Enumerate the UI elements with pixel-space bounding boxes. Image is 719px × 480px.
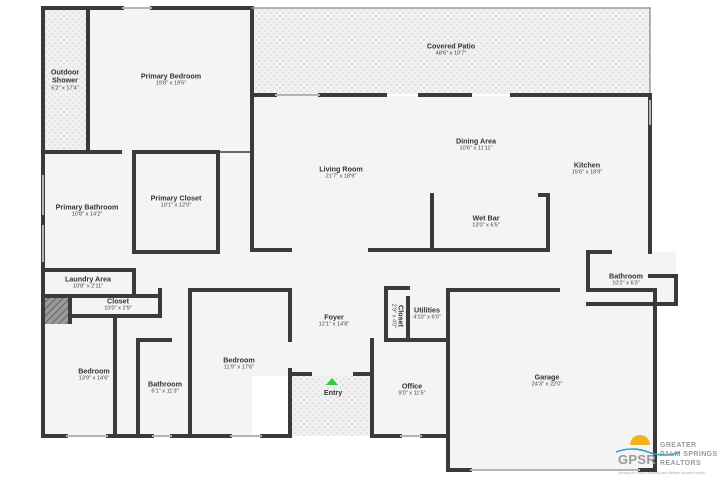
logo-abbr: GPSR	[618, 452, 657, 467]
logo-line-2: PALM SPRINGS	[660, 451, 718, 458]
room-dims: 9'0" x 11'5"	[398, 390, 426, 397]
room-label-primary-bedroom: Primary Bedroom 19'8" x 19'5"	[140, 71, 202, 88]
room-name: Wet Bar	[472, 213, 500, 223]
covered-patio-floor	[252, 8, 650, 94]
room-dims: 10'8" x 14'2"	[71, 211, 103, 218]
outdoor-shower-floor	[43, 8, 88, 152]
gpsr-logo: GPSR GREATER PALM SPRINGS REALTORS Servi…	[618, 440, 718, 476]
logo-tagline: Serving the most culturally and lifestyl…	[618, 471, 705, 475]
room-name: Office	[401, 381, 423, 391]
room-dims: 48'6" x 10'7"	[435, 50, 467, 57]
room-label-bathroom-right: Bathroom 10'2" x 6'3"	[609, 271, 643, 288]
room-label-kitchen: Kitchen 15'6" x 18'9"	[571, 160, 603, 177]
room-label-living-room: Living Room 21'7" x 18'9"	[319, 164, 363, 181]
room-label-bedroom-mid: Bedroom 11'9" x 17'6"	[223, 355, 255, 372]
house-floor-main	[252, 96, 650, 252]
room-dims: 21'7" x 18'9"	[325, 173, 357, 180]
room-name: Outdoor Shower	[50, 67, 80, 85]
room-label-covered-patio: Covered Patio 48'6" x 10'7"	[426, 41, 476, 58]
entry-floor	[290, 376, 370, 436]
room-label-office: Office 9'0" x 11'5"	[398, 381, 426, 398]
room-dims: 12'1" x 14'8"	[318, 321, 350, 328]
room-name: Garage	[534, 372, 560, 382]
room-name: Bathroom	[609, 271, 643, 281]
room-name: Utilities	[414, 305, 440, 315]
room-dims: 6'1" x 11'3"	[151, 388, 179, 395]
room-label-primary-bathroom: Primary Bathroom 10'8" x 14'2"	[55, 202, 119, 219]
room-name: Primary Bathroom	[55, 202, 119, 212]
room-label-bathroom-small: Bathroom 6'1" x 11'3"	[148, 379, 182, 396]
room-name: Living Room	[319, 164, 363, 174]
walls	[41, 6, 678, 472]
room-dims: 10'2" x 6'3"	[612, 280, 640, 287]
room-name: Kitchen	[573, 160, 601, 170]
room-dims: 15'6" x 18'9"	[571, 169, 603, 176]
room-name: Bathroom	[148, 379, 182, 389]
room-label-foyer: Foyer 12'1" x 14'8"	[318, 312, 350, 329]
room-label-bedroom-left: Bedroom 13'9" x 14'6"	[78, 366, 110, 383]
house-floor-top	[88, 8, 250, 150]
room-dims: 10'1" x 12'0"	[160, 202, 192, 209]
room-dims: 2'9" x 4'0"	[390, 303, 397, 329]
room-label-hall-closet: Closet 10'0" x 2'9"	[104, 296, 132, 313]
room-name: Primary Bedroom	[140, 71, 202, 81]
garage-floor	[449, 290, 655, 470]
room-name: Primary Closet	[150, 193, 202, 203]
entry-marker-icon	[326, 378, 338, 385]
room-label-small-closet: Closet 2'9" x 4'0"	[390, 304, 405, 328]
floor-fills	[43, 8, 676, 470]
room-label-garage: Garage 24'3" x 22'0"	[531, 372, 563, 389]
room-label-utilities: Utilities 4'10" x 6'0"	[413, 305, 441, 322]
room-name: Closet	[107, 296, 129, 306]
room-name: Entry	[323, 387, 343, 397]
room-label-dining-area: Dining Area 10'6" x 11'11"	[455, 136, 497, 153]
room-dims: 10'0" x 2'9"	[104, 305, 132, 312]
room-label-primary-closet: Primary Closet 10'1" x 12'0"	[150, 193, 202, 210]
room-name: Bedroom	[223, 355, 255, 365]
room-dims: 10'6" x 11'11"	[459, 145, 493, 152]
office-floor	[372, 340, 448, 436]
gpsr-logo-mark	[615, 435, 681, 456]
room-label-laundry: Laundry Area 10'8" x 2'11"	[64, 274, 112, 291]
room-name: Foyer	[324, 312, 344, 322]
windows	[42, 7, 651, 471]
room-dims: 13'0" x 6'5"	[472, 222, 500, 229]
room-dims: 19'8" x 19'5"	[155, 80, 187, 87]
room-dims: 11'9" x 17'6"	[223, 364, 255, 371]
room-dims: 4'10" x 6'0"	[413, 314, 441, 321]
room-name: Closet	[396, 305, 406, 327]
room-label-outdoor-shower: Outdoor Shower 5'2" x 17'4"	[50, 67, 80, 92]
logo-line-3: REALTORS	[660, 460, 702, 467]
logo-line-1: GREATER	[660, 442, 697, 449]
room-name: Bedroom	[78, 366, 110, 376]
room-dims: 5'2" x 17'4"	[51, 85, 79, 92]
room-dims: 10'8" x 2'11"	[72, 283, 104, 290]
room-name: Covered Patio	[426, 41, 476, 51]
room-dims: 24'3" x 22'0"	[531, 381, 563, 388]
room-dims: 13'9" x 14'6"	[78, 375, 110, 382]
room-label-wet-bar: Wet Bar 13'0" x 6'5"	[472, 213, 500, 230]
room-name: Laundry Area	[64, 274, 112, 284]
room-name: Dining Area	[455, 136, 497, 146]
chimney-hatch	[43, 298, 70, 324]
room-label-entry: Entry	[323, 387, 343, 397]
